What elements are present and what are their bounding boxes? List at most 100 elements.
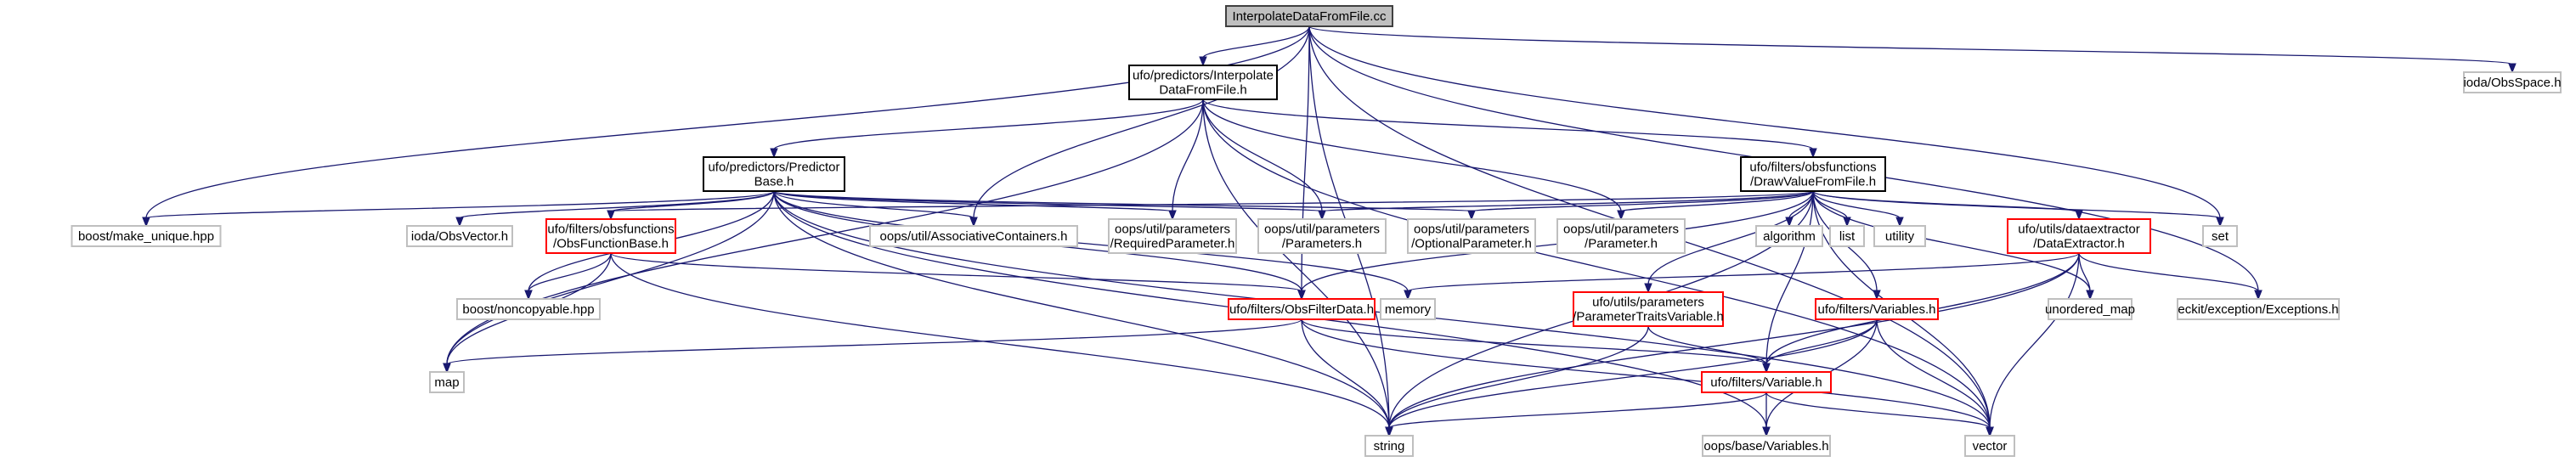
edge-line xyxy=(1202,99,1323,212)
node-label: ufo/filters/Variable.h xyxy=(1710,375,1822,390)
node-label: Base.h xyxy=(754,175,794,189)
edge-line xyxy=(1202,99,1622,212)
node-label: ufo/filters/obsfunctions xyxy=(1749,161,1876,175)
edge-interp-to-drawval xyxy=(1202,99,1817,159)
node-variables[interactable]: ufo/filters/Variables.h xyxy=(1815,298,1939,320)
node-obsvector: ioda/ObsVector.h xyxy=(406,225,513,247)
edge-line xyxy=(773,190,1173,212)
node-label: oops/util/parameters xyxy=(1115,223,1230,237)
edge-line xyxy=(610,190,775,212)
edge-dataext-to-vector xyxy=(1986,252,2080,437)
edge-ofb-to-noncopy xyxy=(524,252,612,301)
edge-drawval-to-set xyxy=(1812,190,2224,228)
edge-line xyxy=(610,190,1814,212)
node-box xyxy=(869,225,1078,247)
node-label: /ObsFunctionBase.h xyxy=(553,237,669,251)
edge-ptv-to-string xyxy=(1385,325,1649,437)
node-list: list xyxy=(1829,225,1865,247)
node-ofb[interactable]: ufo/filters/obsfunctions/ObsFunctionBase… xyxy=(545,218,676,254)
arrowhead xyxy=(1843,217,1851,228)
node-box xyxy=(1573,291,1724,327)
edge-variable-to-oopsvars xyxy=(1762,392,1771,437)
node-drawval[interactable]: ufo/filters/obsfunctions/DrawValueFromFi… xyxy=(1740,156,1886,192)
node-ofd[interactable]: ufo/filters/ObsFilterData.h xyxy=(1228,298,1376,320)
edge-line xyxy=(1812,190,1901,219)
node-variable[interactable]: ufo/filters/Variable.h xyxy=(1701,371,1832,393)
node-box xyxy=(1108,218,1237,254)
node-box xyxy=(1228,298,1376,320)
node-utility: utility xyxy=(1873,225,1926,247)
node-label: unordered_map xyxy=(2045,302,2135,317)
node-box xyxy=(456,298,601,320)
edge-line xyxy=(1620,190,1814,212)
arrowhead xyxy=(1199,56,1207,67)
node-box xyxy=(545,218,676,254)
node-label: oops/base/Variables.h xyxy=(1703,439,1828,454)
node-string: string xyxy=(1364,435,1414,457)
node-label: vector xyxy=(1973,439,2008,454)
edge-root-to-assoc xyxy=(969,25,1310,228)
edge-ofb-to-ofd xyxy=(610,252,1306,301)
node-box xyxy=(1755,225,1823,247)
arrowhead xyxy=(2216,217,2224,228)
node-set: set xyxy=(2202,225,2238,247)
edge-root-to-makeuniq xyxy=(142,25,1310,228)
node-interp[interactable]: ufo/predictors/InterpolateDataFromFile.h xyxy=(1128,65,1278,100)
edge-ofd-to-map xyxy=(443,318,1302,374)
node-label: ufo/predictors/Predictor xyxy=(708,161,839,175)
node-box xyxy=(1873,225,1926,247)
arrowhead xyxy=(2086,290,2094,301)
edge-root-to-objspace xyxy=(1308,25,2517,74)
node-vector: vector xyxy=(1964,435,2015,457)
arrowhead xyxy=(1762,363,1771,374)
node-box xyxy=(2007,218,2151,254)
edge-line xyxy=(1388,318,1878,429)
edge-predbase-to-makeuniq xyxy=(142,190,775,228)
arrowhead xyxy=(770,148,778,159)
edge-line xyxy=(1765,318,1878,365)
node-label: set xyxy=(2212,229,2229,244)
arrowhead xyxy=(1873,290,1881,301)
edge-line xyxy=(773,190,1390,429)
node-label: ufo/filters/Variables.h xyxy=(1818,302,1936,317)
edge-interp-to-predbase xyxy=(770,99,1204,159)
edge-line xyxy=(773,190,1323,212)
node-label: ufo/utils/parameters xyxy=(1592,296,1704,310)
edge-drawval-to-utility xyxy=(1812,190,1904,228)
edge-variable-to-vector xyxy=(1765,392,1994,437)
node-box xyxy=(1257,218,1387,254)
node-box xyxy=(703,156,845,192)
node-root[interactable]: InterpolateDataFromFile.cc xyxy=(1225,5,1393,27)
edge-predbase-to-obsvector xyxy=(455,190,775,228)
node-label: oops/util/parameters xyxy=(1414,223,1529,237)
node-dataext[interactable]: ufo/utils/dataextractor/DataExtractor.h xyxy=(2007,218,2151,254)
node-ptv[interactable]: ufo/utils/parameters/ParameterTraitsVari… xyxy=(1573,291,1724,327)
node-optparam: oops/util/parameters/OptionalParameter.h xyxy=(1407,218,1536,254)
node-label: boost/noncopyable.hpp xyxy=(462,302,594,317)
edge-root-to-ofd xyxy=(1297,25,1310,301)
node-label: ufo/filters/obsfunctions xyxy=(547,223,674,237)
arrowhead xyxy=(1385,426,1393,437)
node-label: algorithm xyxy=(1763,229,1816,244)
edge-line xyxy=(773,190,1409,292)
node-box xyxy=(1740,156,1886,192)
edge-ptv-to-variable xyxy=(1647,325,1771,374)
edge-root-to-interp xyxy=(1199,25,1310,67)
arrowhead xyxy=(1762,426,1771,437)
edge-predbase-to-map xyxy=(443,190,775,374)
edge-line xyxy=(973,25,1310,219)
node-box xyxy=(1128,65,1278,100)
node-label: ioda/ObsVector.h xyxy=(411,229,508,244)
node-makeuniq: boost/make_unique.hpp xyxy=(71,225,222,247)
edge-predbase-to-ofb xyxy=(607,190,775,221)
node-box xyxy=(1702,435,1831,457)
node-eckit: eckit/exception/Exceptions.h xyxy=(2177,298,2340,320)
node-box xyxy=(1364,435,1414,457)
node-label: eckit/exception/Exceptions.h xyxy=(2178,302,2338,317)
node-label: string xyxy=(1374,439,1405,454)
arrowhead xyxy=(1809,148,1817,159)
edge-line xyxy=(145,190,775,219)
arrowhead xyxy=(607,210,615,221)
arrowhead xyxy=(2075,210,2083,221)
